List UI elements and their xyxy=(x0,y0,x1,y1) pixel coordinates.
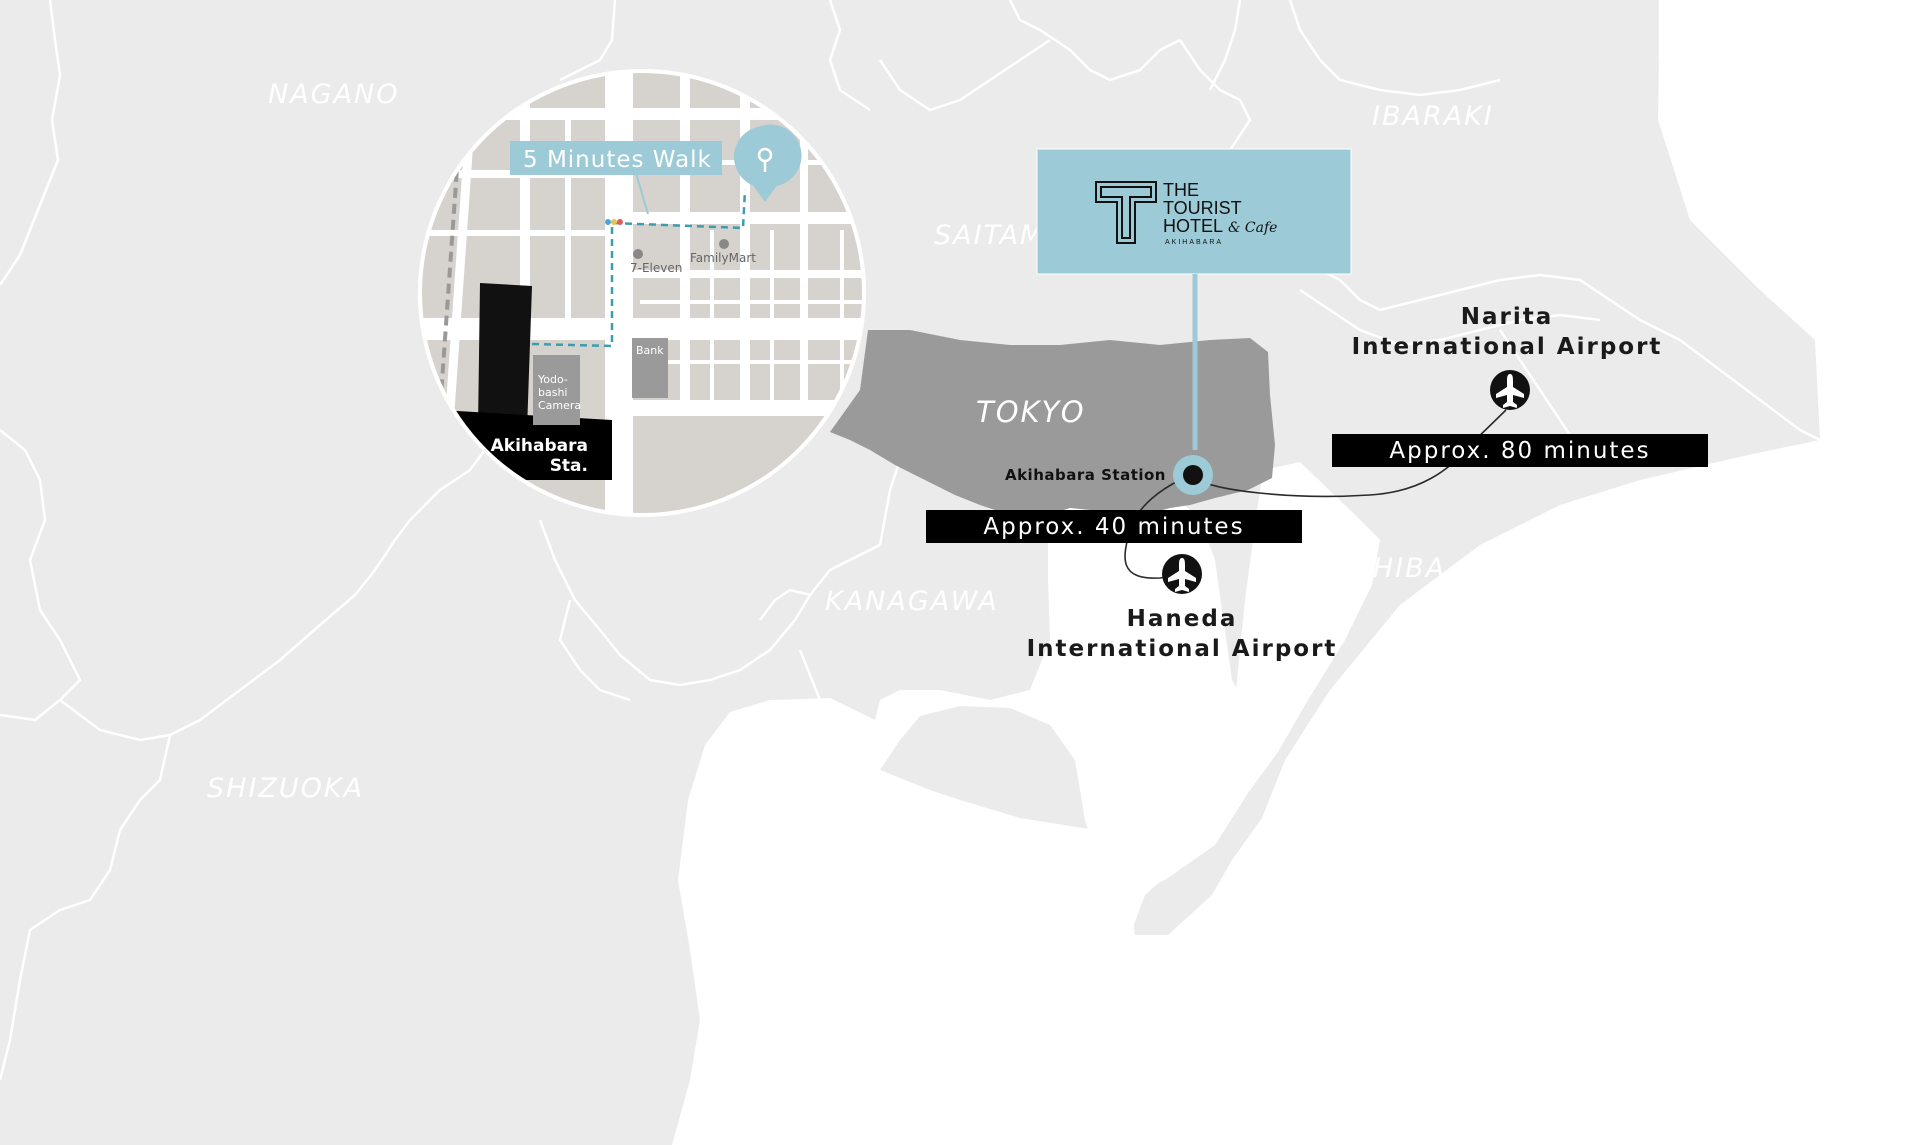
narita-time-label: Approx. 80 minutes xyxy=(1389,438,1650,464)
logo-line-the: THE xyxy=(1163,180,1199,200)
yodobashi-label-1: Yodo- xyxy=(537,373,568,386)
walk-time-label: 5 Minutes Walk xyxy=(523,147,712,173)
akihabara-station-label: Akihabara Station xyxy=(1005,466,1166,484)
logo-line-tourist: TOURIST xyxy=(1163,198,1242,218)
narita-airplane-icon xyxy=(1490,370,1530,410)
narita-label-1: Narita xyxy=(1461,304,1554,330)
bay xyxy=(672,430,1920,1145)
hotel-logo-callout: THE TOURIST HOTEL & Cafe AKIHABARA xyxy=(1036,148,1352,450)
seven-eleven-label: 7-Eleven xyxy=(630,261,682,275)
haneda-time-box xyxy=(926,510,1302,543)
region-label-chiba: CHIBA xyxy=(1352,553,1446,584)
haneda-airplane-icon xyxy=(1162,554,1202,594)
bank-label: Bank xyxy=(636,344,664,357)
neighborhood-inset-map: 7-Eleven FamilyMart Bank Yodo- bashi Cam… xyxy=(418,69,866,517)
region-label-nagano: NAGANO xyxy=(268,79,400,110)
yodobashi-label-3: Camera xyxy=(538,399,581,412)
region-label-ibaraki: IBARAKI xyxy=(1372,101,1494,132)
hotel-logo-mark xyxy=(1095,181,1157,244)
yodobashi-label-2: bashi xyxy=(538,386,567,399)
akihabara-sta-label-1: Akihabara xyxy=(491,436,588,456)
region-label-kanagawa: KANAGAWA xyxy=(825,586,999,617)
logo-script-cafe: & Cafe xyxy=(1228,220,1277,236)
narita-label-2: International Airport xyxy=(1352,334,1663,360)
map-pin-icon xyxy=(734,124,802,202)
walk-time-box xyxy=(510,141,722,175)
haneda-label-2: International Airport xyxy=(1027,636,1338,662)
tokyo-region xyxy=(830,330,1275,525)
narita-time-box xyxy=(1332,434,1708,467)
haneda-time-label: Approx. 40 minutes xyxy=(983,514,1244,540)
familymart-marker xyxy=(719,239,729,249)
station-marker-icon xyxy=(1173,455,1213,495)
akihabara-sta-label-2: Sta. xyxy=(550,456,588,476)
logo-line-hotel: HOTEL xyxy=(1163,216,1223,236)
haneda-label-1: Haneda xyxy=(1127,606,1238,632)
logo-sub-akihabara: AKIHABARA xyxy=(1165,239,1223,246)
familymart-label: FamilyMart xyxy=(690,251,756,265)
region-label-tokyo: TOKYO xyxy=(976,395,1086,429)
region-label-shizuoka: SHIZUOKA xyxy=(207,773,364,804)
seven-eleven-marker xyxy=(633,249,643,259)
